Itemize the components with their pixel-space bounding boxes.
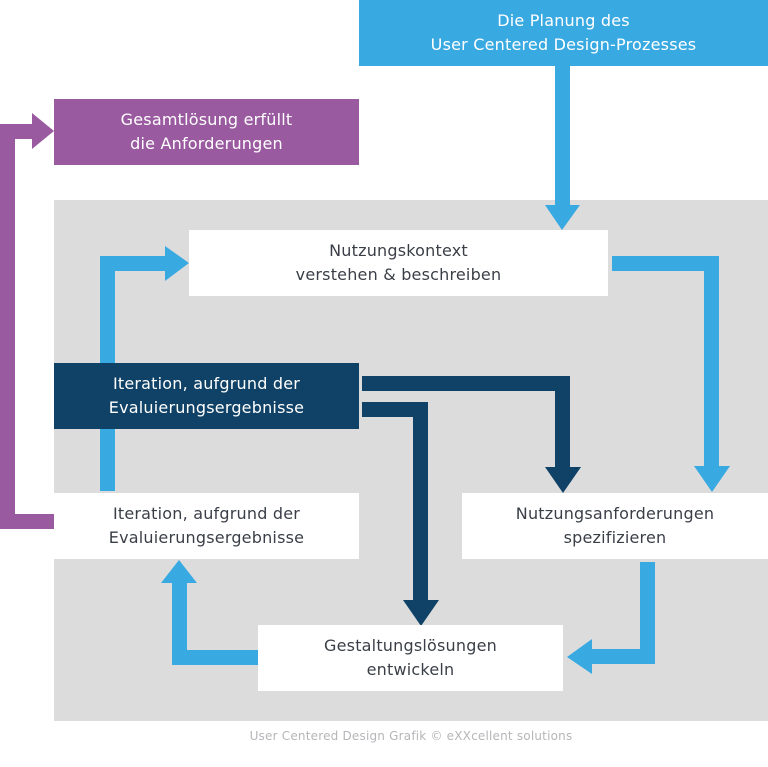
arrow-planning-to-context	[545, 66, 580, 230]
planning-box: Die Planung des User Centered Design-Pro…	[359, 0, 768, 66]
context-line-2: verstehen & beschreiben	[295, 265, 502, 284]
design-box: Gestaltungslösungen entwickeln	[258, 625, 563, 691]
iteration-line-2: Evaluierungsergebnisse	[108, 528, 305, 547]
iteration-highlight-box: Iteration, aufgrund der Evaluierungserge…	[54, 363, 359, 429]
iteration-highlight-line-2: Evaluierungsergebnisse	[108, 398, 305, 417]
arrow-iteration-to-solution	[0, 113, 54, 529]
context-line-1: Nutzungskontext	[329, 241, 468, 260]
arrow-iteration-to-design	[362, 402, 439, 626]
iteration-line-1: Iteration, aufgrund der	[112, 504, 301, 523]
context-box: Nutzungskontext verstehen & beschreiben	[189, 230, 608, 296]
overall-solution-line-1: Gesamtlösung erfüllt	[120, 110, 293, 129]
requirements-line-1: Nutzungsanforderungen	[515, 504, 715, 523]
overall-solution-line-2: die Anforderungen	[130, 134, 283, 153]
iteration-box: Iteration, aufgrund der Evaluierungserge…	[54, 493, 359, 559]
planning-line-2: User Centered Design-Prozesses	[430, 35, 697, 54]
iteration-highlight-line-1: Iteration, aufgrund der	[112, 374, 301, 393]
overall-solution-box: Gesamtlösung erfüllt die Anforderungen	[54, 99, 359, 165]
arrow-design-to-iteration	[161, 560, 258, 665]
design-line-1: Gestaltungslösungen	[324, 636, 497, 655]
planning-line-1: Die Planung des	[497, 11, 630, 30]
arrow-requirements-to-design	[567, 562, 655, 674]
arrow-context-to-requirements	[612, 256, 730, 492]
requirements-line-2: spezifizieren	[563, 528, 667, 547]
requirements-box: Nutzungsanforderungen spezifizieren	[462, 493, 768, 559]
image-caption: User Centered Design Grafik © eXXcellent…	[249, 729, 573, 743]
arrow-iteration-to-requirements	[362, 376, 581, 493]
design-line-2: entwickeln	[366, 660, 455, 679]
